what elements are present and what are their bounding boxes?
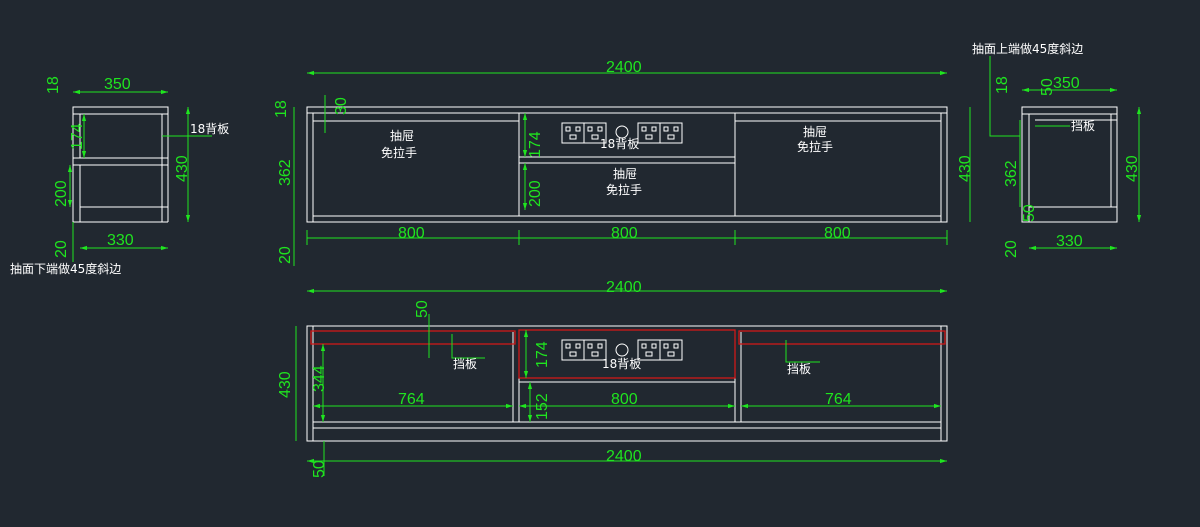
plan-dim-174: 174 (534, 341, 551, 368)
socket-icon (561, 122, 585, 144)
front-elevation: 2400 18背板 抽屉 免拉手 抽屉 免拉手 抽屉 免拉手 18 362 (273, 59, 974, 266)
front-back-board-label: 18背板 (600, 137, 639, 151)
socket-pins (565, 126, 679, 140)
socket-icon (659, 122, 683, 144)
plan-red-mid (518, 329, 736, 379)
front-drawer-left-l1: 抽屉 (390, 129, 414, 143)
right-dim-18: 18 (994, 76, 1011, 94)
right-dim-330: 330 (1056, 233, 1083, 250)
plan-dim-430: 430 (277, 371, 294, 398)
front-dim-20: 20 (277, 246, 294, 264)
socket-icon (637, 122, 661, 144)
plan-dim-50b: 50 (311, 460, 328, 478)
plan-dim-800: 800 (611, 391, 638, 408)
plan-total-top: 2400 (606, 279, 642, 296)
front-dim-430: 430 (957, 155, 974, 182)
front-dim-800-left: 800 (398, 225, 425, 242)
plan-dim-50: 50 (414, 300, 431, 318)
left-dim-20: 20 (53, 240, 70, 258)
front-middle-shelf (518, 156, 736, 164)
left-dim-174: 174 (69, 123, 86, 150)
right-bevel-note: 抽面上端做45度斜边 (972, 41, 1083, 56)
front-drawer-middle (518, 162, 736, 217)
plan-dim-344: 344 (311, 365, 328, 392)
front-dim-200: 200 (527, 180, 544, 207)
front-dim-362: 362 (277, 159, 294, 186)
front-drawer-right (734, 120, 942, 217)
left-dim-430: 430 (174, 155, 191, 182)
socket-icon (583, 339, 607, 361)
socket-pins (565, 343, 679, 357)
left-dim-18: 18 (45, 76, 62, 94)
plan-dim-152: 152 (534, 393, 551, 420)
right-dim-350: 350 (1053, 75, 1080, 92)
left-bevel-note: 抽面下端做45度斜边 (10, 261, 121, 276)
socket-group-front (561, 122, 683, 144)
right-bevel-leader (989, 56, 1020, 137)
right-dim-50b: 50 (1021, 204, 1038, 222)
plan-outline (306, 325, 948, 442)
front-total-dim: 2400 (606, 59, 642, 76)
left-side-outline (72, 106, 169, 223)
socket-icon (561, 339, 585, 361)
front-drawer-right-l1: 抽屉 (803, 125, 827, 139)
plan-red-left (310, 330, 516, 345)
plan-stop-right: 挡板 (787, 362, 811, 376)
right-dim-362: 362 (1003, 160, 1020, 187)
front-body-outline (306, 106, 948, 223)
plan-stop-left: 挡板 (453, 357, 477, 371)
front-dim-174: 174 (527, 131, 544, 158)
front-dim-800-right: 800 (824, 225, 851, 242)
plan-back-board-label: 18背板 (602, 357, 641, 371)
socket-icon (637, 339, 661, 361)
right-dim-20: 20 (1003, 240, 1020, 258)
right-stop-label: 挡板 (1071, 119, 1095, 133)
plan-dim-764-left: 764 (398, 391, 425, 408)
socket-icon (659, 339, 683, 361)
right-dim-50: 50 (1039, 78, 1056, 96)
socket-icon (583, 122, 607, 144)
right-side-outline (1021, 106, 1118, 223)
front-dim-18: 18 (273, 100, 290, 118)
cable-hole-icon (615, 343, 629, 357)
front-drawer-mid-l1: 抽屉 (613, 167, 637, 181)
front-dim-800-mid: 800 (611, 225, 638, 242)
right-side-view: 抽面上端做45度斜边 350 18 50 挡板 362 50 20 330 43… (972, 41, 1142, 258)
front-drawer-mid-l2: 免拉手 (606, 182, 642, 197)
plan-stop-left-leader (451, 334, 485, 359)
left-side-view: 350 18 174 200 20 430 330 18背板 抽面下端做45度斜… (10, 76, 229, 276)
front-drawer-right-l2: 免拉手 (797, 139, 833, 154)
front-drawer-left-l2: 免拉手 (381, 145, 417, 160)
left-dim-330: 330 (107, 232, 134, 249)
plan-stop-right-leader (785, 340, 820, 363)
right-dim-430: 430 (1124, 155, 1141, 182)
front-dim-30: 30 (333, 97, 350, 115)
plan-total-bottom: 2400 (606, 448, 642, 465)
socket-group-plan (561, 339, 683, 361)
front-drawer-left (312, 120, 520, 217)
left-dim-350: 350 (104, 76, 131, 93)
plan-red-right (738, 330, 946, 345)
left-back-board-label: 18背板 (190, 122, 229, 136)
left-dim-200: 200 (53, 180, 70, 207)
cable-hole-icon (615, 125, 629, 139)
plan-dim-764-right: 764 (825, 391, 852, 408)
plan-view: 2400 18背板 50 挡板 挡板 (277, 279, 948, 478)
